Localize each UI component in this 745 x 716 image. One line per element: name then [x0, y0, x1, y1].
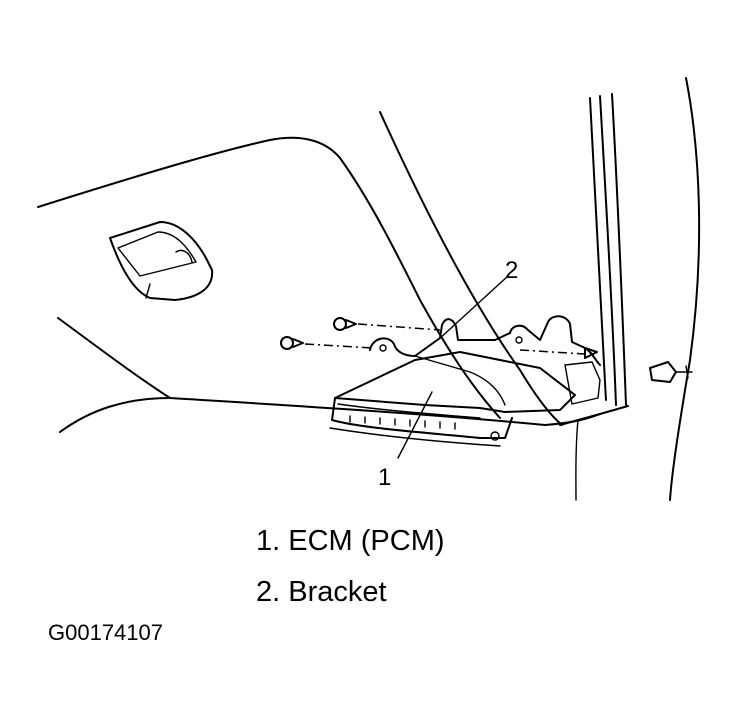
- callout-1: 1: [378, 464, 391, 491]
- glove-box-latch: [175, 249, 193, 263]
- legend-text: Bracket: [288, 576, 387, 608]
- bolt-right-axis: [519, 349, 586, 355]
- glove-box-handle: [109, 221, 214, 301]
- ecm-screw: [490, 431, 500, 441]
- door-edge-far-right: [669, 77, 701, 501]
- pillar-line-2: [599, 95, 617, 406]
- figure-id: G00174107: [48, 620, 163, 645]
- dashboard-front-edge: [339, 157, 501, 419]
- legend-item-bracket: 2. Bracket: [256, 576, 387, 609]
- legend-number: 1.: [256, 525, 281, 557]
- bracket-body: [369, 318, 511, 357]
- bolt-upper-left-axis: [357, 323, 441, 331]
- ecm-top-face: [334, 351, 576, 413]
- bolt-lower-left-axis: [304, 343, 373, 349]
- door-frame-left-line: [379, 111, 563, 426]
- knee-panel-curve: [59, 397, 171, 433]
- ecm-base-rail: [329, 427, 501, 447]
- pillar-line-3: [611, 93, 627, 406]
- bracket-hole-left: [379, 344, 387, 352]
- bracket-lower-edge: [414, 355, 506, 406]
- pillar-bottom-edge: [559, 405, 629, 426]
- ecm-ribbing: [349, 415, 456, 430]
- bolt-right: [584, 347, 598, 359]
- legend-item-ecm: 1. ECM (PCM): [256, 525, 445, 558]
- glove-box-inner: [117, 231, 197, 277]
- leader-line-1: [397, 391, 433, 459]
- connector-plug: [649, 361, 693, 383]
- legend-number: 2.: [256, 576, 281, 608]
- ecm-location-diagram: 1 2: [37, 77, 701, 501]
- bolt-upper-left: [333, 317, 357, 331]
- bolt-lower-left: [280, 336, 304, 350]
- door-hinge-line: [575, 419, 579, 501]
- glove-box-mark: [145, 283, 151, 299]
- ecm-front-face: [331, 397, 513, 439]
- pillar-line-1: [589, 97, 607, 401]
- ecm-side-pocket: [564, 361, 601, 405]
- dashboard-bottom-edge: [57, 317, 601, 426]
- bracket-hole-right: [515, 336, 523, 344]
- legend-text: ECM (PCM): [288, 525, 445, 557]
- callout-2: 2: [505, 257, 518, 284]
- dashboard-top-edge: [37, 136, 341, 208]
- leader-line-2: [437, 275, 509, 341]
- ecm-connector-edge: [337, 403, 481, 419]
- diagram-drawing: 1 2: [37, 77, 701, 501]
